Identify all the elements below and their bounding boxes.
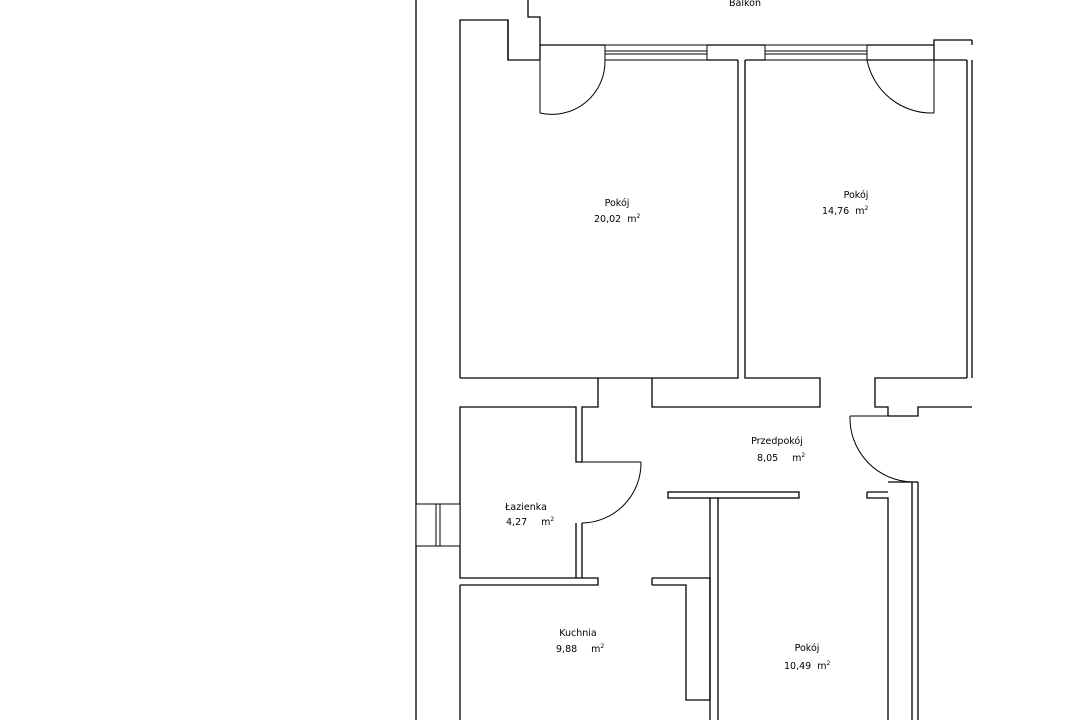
bathroom-window — [415, 503, 461, 547]
window-top-2 — [764, 44, 868, 61]
pokoj-a-label: Pokój — [605, 198, 630, 209]
door-b-arc — [866, 59, 935, 114]
pokoj-c-label: Pokój — [795, 643, 820, 654]
top-wall-left — [459, 19, 540, 378]
kitchen-wall-right2 — [652, 584, 710, 701]
kuchnia-label: Kuchnia — [559, 628, 597, 639]
balcony-wall — [527, 0, 541, 45]
corridor-wall — [667, 491, 800, 499]
door-a-arc — [539, 59, 606, 115]
bathroom-wall — [459, 378, 599, 586]
bathroom-door-arc — [581, 461, 642, 524]
przedpokoj-label: Przedpokój — [751, 436, 803, 447]
bottom-pokoj-b — [874, 377, 972, 417]
pokoj-c-right — [866, 492, 889, 720]
pokoj-b-label: Pokój — [844, 190, 869, 201]
kitchen-wall-right — [652, 577, 711, 720]
window-top-1 — [604, 44, 708, 61]
partition-ab — [460, 60, 739, 379]
entrance-door-arc — [849, 415, 913, 483]
balkon-label: Balkon — [729, 0, 761, 9]
lazienka-label: Łazienka — [504, 502, 547, 513]
partition-ab-2 — [651, 60, 821, 408]
right-top-corner — [933, 39, 972, 60]
